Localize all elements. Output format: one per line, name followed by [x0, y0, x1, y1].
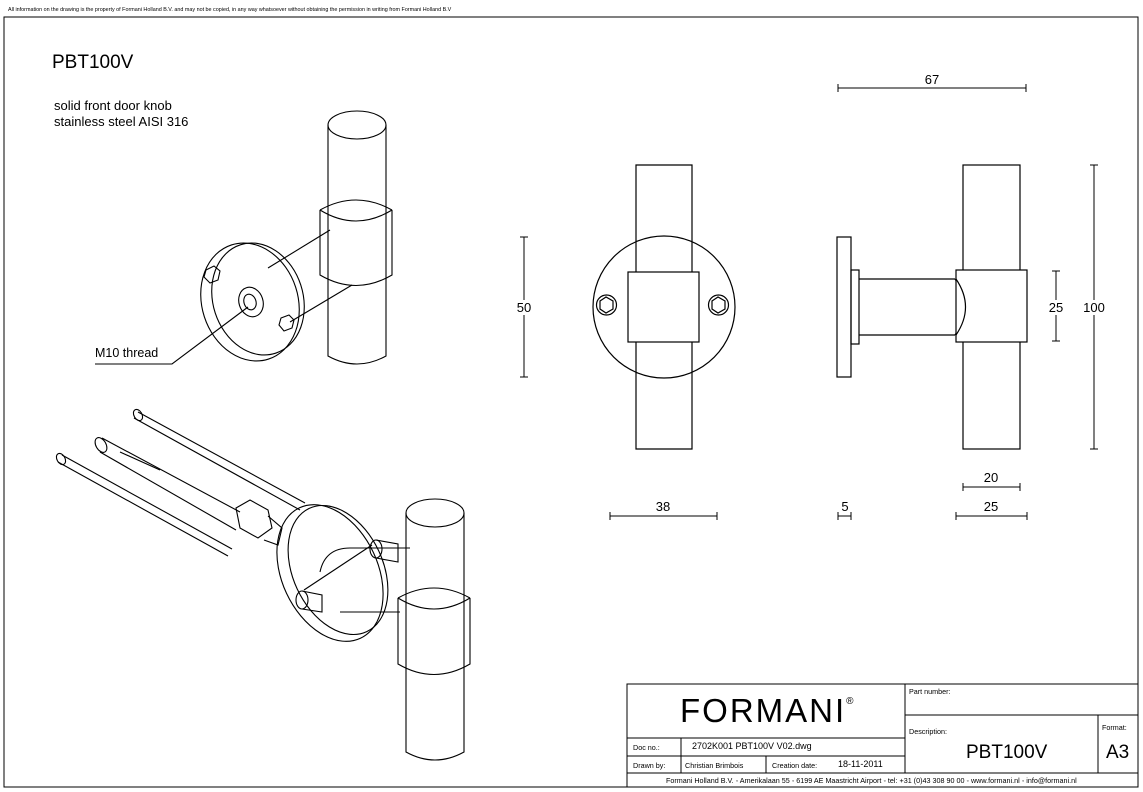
dim-rose-width: 38: [655, 499, 671, 514]
creation-date-label: Creation date:: [772, 761, 818, 770]
part-number-label: Part number:: [909, 687, 951, 696]
dim-overall-width: 67: [924, 72, 940, 87]
dim-collar-diameter: 25: [983, 499, 999, 514]
dim-bar-diameter: 20: [983, 470, 999, 485]
product-title: PBT100V: [52, 52, 134, 73]
front-view: [592, 164, 736, 450]
side-view: [836, 164, 1028, 450]
company-footer: Formani Holland B.V. ◦ Amerikalaan 55 ◦ …: [666, 776, 1077, 785]
dim-rose-diameter: 50: [514, 300, 534, 315]
description-value: PBT100V: [966, 742, 1048, 763]
formani-logo: FORMANI®: [680, 692, 856, 729]
format-value: A3: [1106, 742, 1130, 763]
description-line-2: stainless steel AISI 316: [54, 114, 189, 129]
description-line-1: solid front door knob: [54, 98, 172, 113]
dim-rose-thickness: 5: [841, 499, 849, 514]
exploded-isometric-view: [55, 408, 471, 761]
description-label: Description:: [909, 727, 947, 736]
drawn-by-value: Christian Brimbois: [685, 761, 744, 770]
dim-collar-height: 25: [1046, 300, 1066, 315]
product-description: solid front door knob stainless steel AI…: [54, 98, 188, 130]
format-label: Format:: [1102, 723, 1127, 732]
sheet-frame: [3, 16, 1139, 788]
title-block-frame: [626, 683, 1139, 788]
drawn-by-label: Drawn by:: [633, 761, 666, 770]
copyright-notice: All information on the drawing is the pr…: [8, 7, 452, 13]
thread-callout: M10 thread: [95, 346, 159, 360]
dimension-lines: [520, 84, 1098, 520]
doc-no-value: 2702K001 PBT100V V02.dwg: [692, 741, 812, 751]
dim-bar-length: 100: [1081, 300, 1107, 315]
isometric-knob-view: [95, 110, 393, 365]
creation-date-value: 18-11-2011: [838, 759, 883, 769]
doc-no-label: Doc no.:: [633, 743, 660, 752]
